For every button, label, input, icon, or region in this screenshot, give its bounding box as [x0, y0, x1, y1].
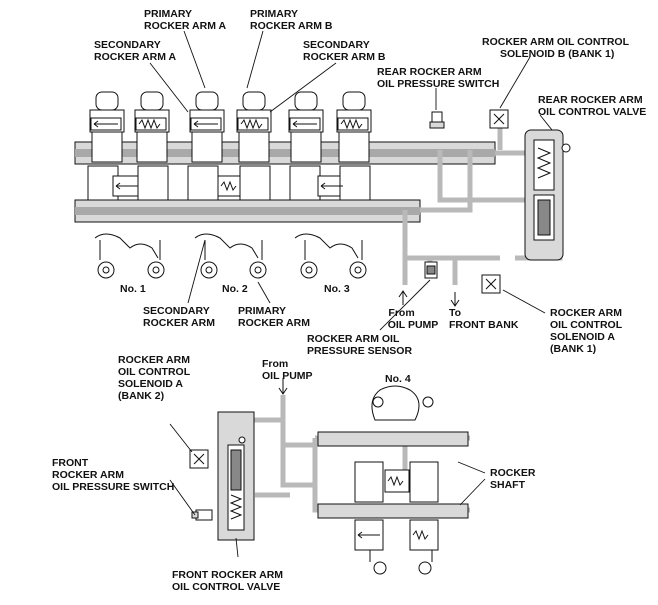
label-from-oil-pump-bottom: From OIL PUMP [262, 358, 313, 382]
rear-bank-assembly [74, 30, 571, 331]
top-leader-lines [149, 30, 553, 331]
oil-pressure-sensor [424, 261, 438, 279]
front-upper-rocker-shaft [317, 431, 469, 447]
from-oil-pump-arrow-bottom [278, 378, 288, 395]
label-cyl-no1: No. 1 [120, 283, 146, 295]
label-secondary-rocker-arm: SECONDARY ROCKER ARM [143, 305, 215, 329]
label-front-oil-control-valve: FRONT ROCKER ARM OIL CONTROL VALVE [172, 569, 286, 593]
labels: PRIMARY ROCKER ARM A PRIMARY ROCKER ARM … [52, 8, 646, 593]
upper-pistons [90, 117, 369, 131]
front-bank-assembly [169, 378, 486, 575]
label-solenoid-b-bank1: ROCKER ARM OIL CONTROL SOLENOID B (BANK … [482, 36, 632, 60]
from-oil-pump-arrow [398, 290, 408, 305]
label-secondary-rocker-arm-a: SECONDARY ROCKER ARM A [94, 39, 176, 63]
label-to-front-bank: To FRONT BANK [449, 307, 519, 331]
label-from-oil-pump-top: From OIL PUMP [388, 307, 439, 331]
upper-rocker-arms [89, 91, 372, 163]
label-rear-oil-control-valve: REAR ROCKER ARM OIL CONTROL VALVE [538, 94, 646, 118]
label-primary-rocker-arm-a: PRIMARY ROCKER ARM A [144, 8, 226, 32]
label-primary-rocker-arm-b: PRIMARY ROCKER ARM B [250, 8, 333, 32]
label-cyl-no3: No. 3 [324, 283, 350, 295]
label-rear-oil-pressure-switch: REAR ROCKER ARM OIL PRESSURE SWITCH [377, 66, 499, 90]
label-cyl-no4: No. 4 [385, 373, 411, 385]
lower-rocker-arms [87, 165, 371, 201]
rocker-rollers [94, 233, 367, 279]
no4-rocker-top [371, 385, 420, 421]
label-solenoid-a-bank2: ROCKER ARM OIL CONTROL SOLENOID A (BANK … [118, 354, 193, 402]
rear-oil-control-valve [524, 129, 571, 261]
to-front-bank-arrow [450, 292, 460, 307]
label-front-oil-pressure-switch: FRONT ROCKER ARM OIL PRESSURE SWITCH [52, 457, 174, 493]
label-solenoid-a-bank1: ROCKER ARM OIL CONTROL SOLENOID A (BANK … [550, 307, 625, 355]
bottom-leader-lines [169, 423, 486, 558]
label-cyl-no2: No. 2 [222, 283, 248, 295]
label-primary-rocker-arm: PRIMARY ROCKER ARM [238, 305, 310, 329]
front-lower-rocker-shaft [317, 503, 469, 519]
rear-oil-pressure-switch [429, 111, 445, 129]
label-rocker-shaft: ROCKER SHAFT [490, 467, 538, 491]
label-secondary-rocker-arm-b: SECONDARY ROCKER ARM B [303, 39, 386, 63]
label-oil-pressure-sensor: ROCKER ARM OIL PRESSURE SENSOR [307, 333, 412, 357]
